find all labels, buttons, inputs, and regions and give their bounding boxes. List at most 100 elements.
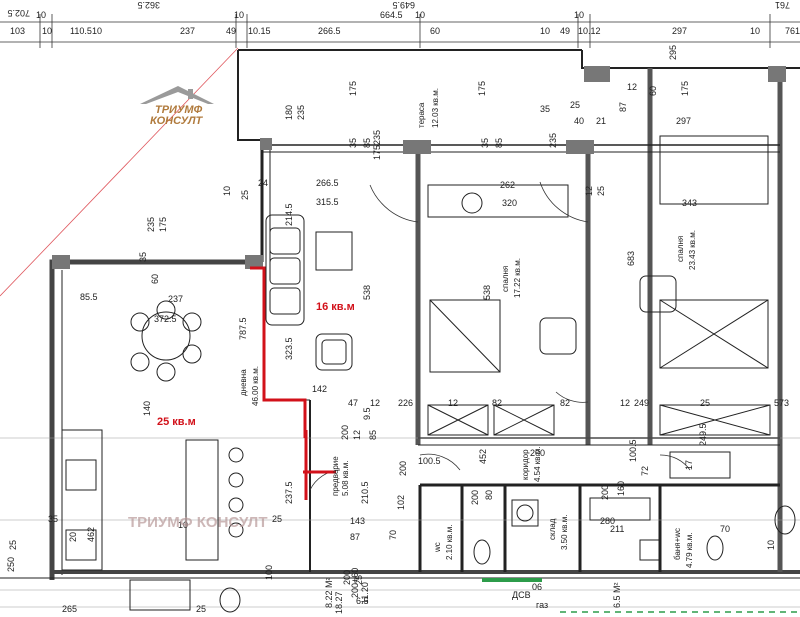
- pipe-marker: [482, 578, 800, 613]
- dimension-label: 200+60: [350, 568, 360, 598]
- dimension-label: 06: [532, 582, 542, 592]
- dimension-label: 10: [178, 520, 188, 530]
- dimension-label: 200: [600, 485, 610, 500]
- dim-label: 103: [10, 26, 25, 36]
- dim-label: 10: [36, 10, 46, 20]
- dimension-label: 249: [634, 398, 649, 408]
- dimension-label: 320: [502, 198, 517, 208]
- dim-label: 10: [574, 10, 584, 20]
- armchair: [315, 333, 353, 371]
- dimension-label: 10: [222, 186, 232, 196]
- dimension-label: 25: [272, 514, 282, 524]
- dimension-label: 6.5 М²: [612, 582, 622, 608]
- dimension-label: 200: [340, 425, 350, 440]
- room-name-hall: предверие: [331, 456, 340, 496]
- logo-roof-icon: [140, 86, 214, 104]
- room-area-bedroom1: 17.22 кв.м.: [513, 258, 522, 298]
- dimension-label: 210.5: [360, 481, 370, 504]
- room-name-terrace: тераса: [417, 102, 426, 128]
- dimension-label: 200: [530, 448, 545, 458]
- dimension-label: 17: [684, 460, 694, 470]
- dimension-label: 25: [596, 186, 606, 196]
- room-area-living: 46.00 кв.м.: [251, 366, 260, 406]
- dimension-label: 175: [680, 81, 690, 96]
- dimension-label: 372.5: [154, 314, 177, 324]
- dimension-label: 25: [240, 190, 250, 200]
- room-name-living: дневна: [239, 369, 248, 396]
- dimension-label: 143: [350, 516, 365, 526]
- dimension-label: 100: [264, 565, 274, 580]
- room-area-bath: 4.79 кв.м.: [685, 533, 694, 569]
- logo-line1: ТРИУМФ: [155, 104, 203, 116]
- bed: [659, 135, 769, 205]
- dimension-label: 343: [682, 198, 697, 208]
- dimension-label: 82: [492, 398, 502, 408]
- dimension-label: 20: [68, 532, 78, 542]
- dimension-label: 80: [484, 490, 494, 500]
- dimension-label: 70: [720, 524, 730, 534]
- dimension-label: 6.5: [356, 596, 369, 606]
- dimension-label: 140: [142, 401, 152, 416]
- dimension-label: 21: [596, 116, 606, 126]
- dimension-label: 235: [146, 217, 156, 232]
- dimension-label: 538: [482, 285, 492, 300]
- room-name-bath: баня+wc: [673, 528, 682, 560]
- dimension-label: 35: [48, 514, 58, 524]
- dimension-label: 200: [398, 461, 408, 476]
- dimension-label: 200: [470, 490, 480, 505]
- dimension-label: 10: [766, 540, 776, 550]
- dim-label: 110.5: [70, 26, 92, 36]
- dimension-label: 295: [668, 45, 678, 60]
- dimension-label: 35: [138, 252, 148, 262]
- dim-label: 649.5: [392, 0, 415, 10]
- dimension-label: 180: [284, 105, 294, 120]
- dimension-label: 70: [388, 530, 398, 540]
- room-area-bedroom2: 23.43 кв.м.: [688, 230, 697, 270]
- top-dims-row1: 10 702.5 10 362.5 10 649.5 10 761: [7, 0, 790, 20]
- dimension-label: 47: [348, 398, 358, 408]
- dimension-label: 25: [8, 540, 18, 550]
- dimension-label: 35: [480, 138, 490, 148]
- walls: [0, 49, 800, 580]
- room-area-hall: 5.08 кв.м.: [341, 461, 350, 497]
- bed: [429, 299, 501, 373]
- dimension-label: ДСВ: [512, 590, 531, 600]
- reference-line: [0, 47, 239, 297]
- area-label-16: 16 кв.м: [316, 301, 355, 313]
- dimension-label: 573: [774, 398, 789, 408]
- room-area-terrace: 12.03 кв.м.: [431, 88, 440, 128]
- dimension-label: 100.5: [628, 439, 638, 462]
- dim-label: 10: [92, 26, 102, 36]
- dimension-label: 25: [354, 575, 364, 585]
- dimension-label: 87: [618, 102, 628, 112]
- dimension-label: 60: [150, 274, 160, 284]
- room-name-wc: wc: [433, 542, 442, 553]
- dimension-label: 102: [396, 495, 406, 510]
- dimension-label: 82: [560, 398, 570, 408]
- dimension-label: 12: [620, 398, 630, 408]
- dimension-label: 87: [350, 532, 360, 542]
- dimension-label: 25: [196, 604, 206, 614]
- dimension-label: 175: [477, 81, 487, 96]
- dimension-label: 142: [312, 384, 327, 394]
- room-name-bedroom1: спалня: [501, 266, 510, 292]
- dimension-label: 452: [478, 449, 488, 464]
- dim-label: 237: [180, 26, 195, 36]
- dimension-label: 237.5: [284, 481, 294, 504]
- dimension-label: 226: [398, 398, 413, 408]
- dimension-label: 235: [372, 130, 382, 145]
- door-swings: [309, 181, 691, 491]
- dimension-label: 323.5: [284, 337, 294, 360]
- dimension-label: 35: [540, 104, 550, 114]
- room-area-wc: 2.10 кв.м.: [445, 525, 454, 561]
- dim-label: 10: [750, 26, 760, 36]
- top-dims-row2: 103 10 110.5 10 237 49 10.15 266.5 60 66…: [10, 10, 800, 36]
- dim-label: 702.5: [7, 8, 30, 18]
- furniture: [61, 135, 796, 613]
- dimension-label: 18.27: [334, 591, 344, 614]
- company-logo: ТРИУМФ КОНСУЛТ: [140, 86, 214, 127]
- dim-label: 297: [672, 26, 687, 36]
- dimension-label: 235: [296, 105, 306, 120]
- sofa: [265, 214, 305, 326]
